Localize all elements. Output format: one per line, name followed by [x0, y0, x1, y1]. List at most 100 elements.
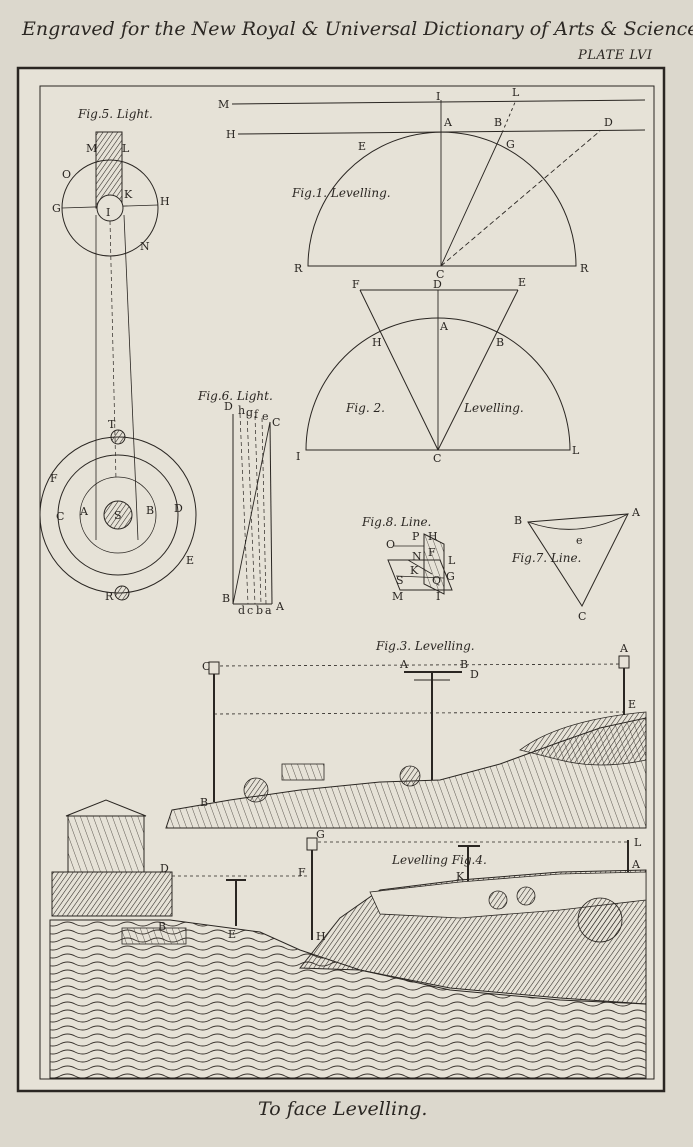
label-figures-fig6-labels-b: b: [256, 604, 263, 617]
label-figures-fig5-labels-G: G: [52, 202, 61, 215]
label-figures-fig8-labels-F: F: [428, 546, 436, 559]
label-figures-fig8-labels-O: O: [386, 538, 395, 551]
label-figures-fig6-labels-d: d: [238, 604, 245, 617]
label-figures-fig1-labels-R2: R: [580, 262, 589, 275]
fig6-light: Fig.6. Light. D h g f e C B d c b a A: [197, 389, 285, 617]
label-figures-fig5-labels-F: F: [50, 472, 58, 485]
label-figures-fig5-labels-T: T: [108, 418, 116, 431]
fig1-caption: Fig.1. Levelling.: [291, 186, 391, 200]
fig2-semicircle: [305, 317, 571, 451]
label-figures-fig2-labels-D: D: [433, 278, 442, 291]
fig2-levelling: Fig. 2. Levelling. F D E A H B I C L: [296, 276, 580, 465]
label-figures-fig4-labels-K: K: [456, 870, 465, 883]
label-figures-fig6-labels-c: c: [247, 604, 253, 617]
fig1-levelling: Fig.1. Levelling. M H I L A B D E G R C …: [218, 86, 646, 281]
fig3-caption: Fig.3. Levelling.: [375, 639, 475, 653]
label-figures-fig5-labels-O: O: [62, 168, 71, 181]
label-figures-fig5-labels-N: N: [140, 240, 150, 253]
label-figures-fig8-labels-N: N: [412, 550, 422, 563]
label-figures-fig1-labels-L: L: [512, 86, 520, 99]
label-figures-fig2-labels-F: F: [352, 278, 360, 291]
fig3-levelling: Fig.3. Levelling. C A B D A E B: [165, 639, 647, 829]
fig1-line-m: [231, 99, 646, 105]
label-figures-fig5-labels-K: K: [124, 188, 133, 201]
fig3-ground: [165, 717, 647, 829]
label-figures-fig3-labels-E: E: [628, 698, 636, 711]
label-figures-fig2-labels-A: A: [439, 320, 449, 333]
label-figures-fig7-labels-A: A: [631, 506, 641, 519]
fig5-sun: [103, 500, 133, 530]
label-figures-fig1-labels-A: A: [443, 116, 453, 129]
label-figures-fig8-labels-S: S: [396, 574, 404, 587]
fig6-caption: Fig.6. Light.: [197, 389, 273, 403]
label-figures-fig7-labels-B: B: [514, 514, 522, 527]
fig2-caption: Fig. 2.: [345, 401, 385, 415]
label-figures-fig6-labels-e: e: [262, 410, 269, 423]
label-figures-fig5-labels-D: D: [174, 502, 183, 515]
label-figures-fig3-labels-B: B: [460, 658, 468, 671]
fig7-triangle: [527, 513, 629, 608]
label-figures-fig1-labels-E: E: [358, 140, 366, 153]
label-figures-fig4-labels-L: L: [634, 836, 642, 849]
label-figures-fig6-labels-a: a: [265, 604, 272, 617]
label-figures-fig8-labels-P: P: [412, 530, 420, 543]
label-figures-fig1-labels-H: H: [226, 128, 236, 141]
label-figures-fig4-labels-H: H: [316, 930, 326, 943]
label-figures-fig3-labels-Bb: B: [200, 796, 208, 809]
fig2-caption-levelling: Levelling.: [463, 401, 524, 415]
plate-number: PLATE LVI: [578, 48, 653, 63]
label-figures-fig6-labels-A: A: [275, 600, 285, 613]
label-figures-fig8-labels-K: K: [410, 564, 419, 577]
label-figures-fig1-labels-C: C: [436, 268, 444, 281]
label-figures-fig3-labels-C: C: [202, 660, 210, 673]
label-figures-fig5-labels-E: E: [186, 554, 194, 567]
label-figures-fig3-labels-D: D: [470, 668, 479, 681]
label-figures-fig8-labels-L: L: [448, 554, 456, 567]
fig5-orbit-inner: [79, 476, 157, 554]
label-figures-fig2-labels-B: B: [496, 336, 504, 349]
label-figures-fig4-labels-G: G: [316, 828, 325, 841]
label-figures-fig1-labels-I: I: [436, 90, 440, 103]
label-figures-fig8-labels-I: I: [436, 590, 440, 603]
fig5-caption: Fig.5. Light.: [77, 107, 153, 121]
label-figures-fig4-labels-B: B: [158, 920, 166, 933]
label-figures-fig2-labels-H: H: [372, 336, 382, 349]
label-figures-fig2-labels-C: C: [433, 452, 441, 465]
fig4-river-ground: [49, 919, 647, 1079]
label-figures-fig2-labels-I: I: [296, 450, 300, 463]
plate-inner-border: [39, 85, 655, 1080]
fig5-light: Fig.5. Light. M L O K G I H N T F C A S …: [39, 107, 197, 603]
label-figures-fig5-labels-L: L: [122, 142, 130, 155]
label-figures-fig5-labels-I: I: [106, 206, 110, 219]
label-figures-fig8-labels-G: G: [446, 570, 455, 583]
label-figures-fig2-labels-E: E: [518, 276, 526, 289]
label-figures-fig6-labels-f: f: [254, 408, 259, 421]
label-figures-fig5-labels-A: A: [79, 505, 89, 518]
label-figures-fig4-labels-F: F: [298, 866, 306, 879]
fig4-levelling: Levelling Fig.4. G L D F K A B E H: [49, 799, 647, 1079]
plate-footer-caption: To face Levelling.: [258, 1098, 428, 1120]
label-figures-fig5-labels-M: M: [86, 142, 97, 155]
fig5-orbit-middle: [57, 454, 179, 576]
label-figures-fig4-labels-E: E: [228, 928, 236, 941]
label-figures-fig8-labels-H: H: [428, 530, 438, 543]
label-figures-fig1-labels-R1: R: [294, 262, 303, 275]
fig4-building: [51, 799, 173, 917]
label-figures-fig1-labels-B: B: [494, 116, 502, 129]
label-figures-fig1-labels-D: D: [604, 116, 613, 129]
label-figures-fig1-labels-G: G: [506, 138, 515, 151]
label-figures-fig7-labels-C: C: [578, 610, 586, 623]
fig5-planet-r: [114, 585, 130, 601]
label-figures-fig4-labels-D: D: [160, 862, 169, 875]
fig4-caption: Levelling Fig.4.: [391, 853, 487, 867]
label-figures-fig6-labels-C: C: [272, 416, 280, 429]
fig7-line: Fig.7. Line. B A e C: [511, 506, 641, 623]
label-figures-fig8-labels-M: M: [392, 590, 403, 603]
label-figures-fig8-labels-Q: Q: [432, 574, 441, 587]
label-figures-fig5-labels-B: B: [146, 504, 154, 517]
label-figures-fig3-labels-A2: A: [619, 642, 629, 655]
label-figures-fig1-labels-M: M: [218, 98, 229, 111]
label-figures-fig6-labels-g: g: [246, 406, 253, 419]
label-figures-fig7-labels-e: e: [576, 534, 583, 547]
